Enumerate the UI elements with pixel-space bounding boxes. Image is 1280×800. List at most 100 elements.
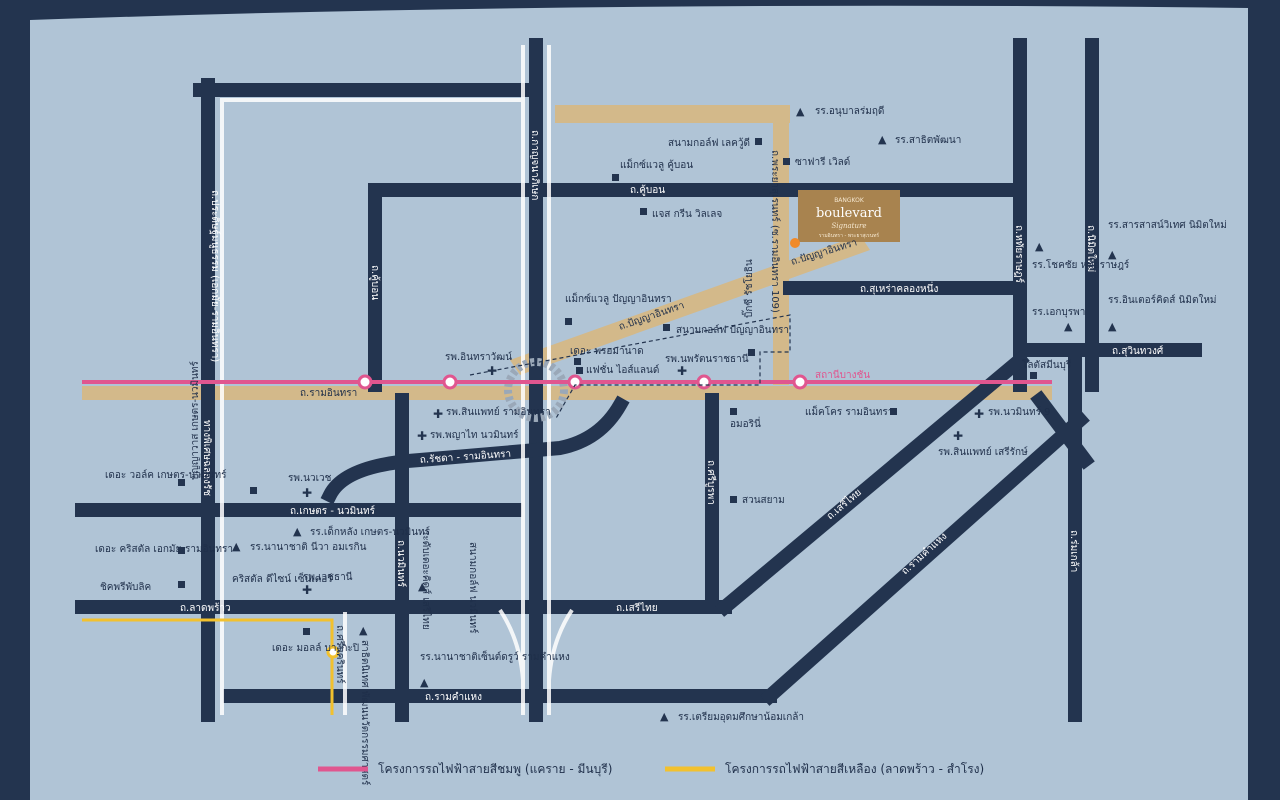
square-icon [178,581,185,588]
hospital-icon: ✚ [974,407,984,421]
square-icon [730,496,737,503]
brand-top: BANGKOK [834,197,865,204]
road-kanchanaphisek: ถ.กาญจนาภิเษก [529,130,540,200]
hospital-icon: ✚ [417,429,427,443]
place-sarasas: รร.สารสาสน์วิเทศ นิมิตใหม่ [1108,219,1227,231]
road-phraya-suren: ถ.พระยาสุเรนทร์ (ซ.รามอินทรา 109) [769,150,781,313]
square-icon [574,358,581,365]
road-sri-burapha: ถ.ศรีบูรพา [705,460,717,505]
place-mall-bangkapi: เดอะ มอลล์ บางกะปิ [272,642,359,654]
school-icon: ▲ [796,105,805,118]
square-icon [178,479,185,486]
road-sukhaphiban: ถ.สุเหร่าคลองหนึ่ง [860,281,938,295]
school-icon: ▲ [878,133,887,146]
road-seri-thai: ถ.เสรีไทย [616,602,658,614]
place-chokchai: รร.โชคชัย หทัยราษฎร์ [1032,258,1130,271]
square-icon [663,324,670,331]
road-srinakarin: ถ.ศรีนครินทร์ [334,625,346,684]
square-icon [612,174,619,181]
place-satit-bangkapi: สาธิตนิเทศ พัฒนนวัตกรรมศาสตร์ [359,640,371,786]
place-sarit: รร.สาธิตพัฒนา [895,135,961,146]
place-navamin-hosp: รพ.นวเวช [288,473,332,484]
place-crystal-design: คริสตัล ดีไซน์ เซ็นเตอร์ [232,571,333,585]
road-ramkhamhaeng: ถ.รามคำแหง [425,692,482,703]
road-lat-phrao: ถ.ลาดพร้าว [180,602,231,614]
yellow-line-track [82,618,334,715]
place-makro-ram: แม็คโคร รามอินทรา [805,404,893,418]
hospital-icon: ✚ [953,429,963,443]
pink-station-1 [357,374,373,390]
brand-script: Signature [831,222,866,230]
pink-stations [357,374,808,390]
school-icon: ▲ [1108,248,1117,261]
pink-station-4 [696,374,712,390]
place-jas-green: แจส กรีน วิลเลจ [652,208,722,220]
pink-station-bang-chan [792,374,808,390]
school-icon: ▲ [1064,320,1073,333]
legend-pink-label: โครงการรถไฟฟ้าสายสีชมพู (แคราย - มีนบุรี… [378,762,612,777]
brand-sub: รามอินทรา - พระยาสุเรนทร์ [819,232,880,239]
dashed-route [469,314,791,421]
road-khubon-v: ถ.คู้บอน [369,265,381,300]
place-anuban: รร.อนุบาลร่มฤดี [815,105,884,117]
square-icon [1030,372,1037,379]
square-icon [178,547,185,554]
place-golf-nawamin: สนามกอล์ฟ นวมินทร์ [467,542,479,634]
interchange-ring [504,358,568,422]
place-safari: ซาฟารี เวิลด์ [795,156,850,168]
place-vejthani: รพ.เวชธานี [303,571,353,583]
place-big-c: บิ๊กซี รัชโยธิน [741,259,755,318]
place-labels: รร.อนุบาลร่มฤดี รร.สาธิตพัฒนา สนามกอล์ฟ … [95,105,1227,786]
square-icon [565,318,572,325]
project-dot [790,238,800,248]
place-ekkamai-school: รร.เอกบุรพา [1032,307,1085,318]
square-icon [640,208,647,215]
place-phyathai: รพ.พญาไท นวมินทร์ [430,429,519,441]
place-makro-panya: แม็กซ์แวลู ปัญญาอินทรา [565,291,672,305]
pink-station-2 [442,374,458,390]
hospital-icon: ✚ [302,583,312,597]
road-rom-klao: ถ.ร่มเกล้า [1068,530,1080,572]
road-suwinthawong: ถ.สุวินทวงศ์ [1112,345,1164,357]
square-icon [748,349,755,356]
square-icon [890,408,897,415]
road-hathairat: ถ.หทัยราษฎร์ [1013,225,1025,284]
project-marker: BANGKOK boulevard Signature รามอินทรา - … [790,190,900,248]
road-network [75,38,1202,722]
place-chic-republic: ชิคพรีพับลิค [100,581,151,593]
square-icon [755,138,762,145]
place-sinphaet-ram: รพ.สินแพทย์ รามอินทรา [446,406,551,418]
hospital-icon: ✚ [302,486,312,500]
place-intl-kids: ระดับเดอะคิดส์ เสรีไทย [420,530,432,630]
place-promenade: เดอะ พรอมานาด [570,346,644,357]
school-icon: ▲ [359,624,368,637]
road-kaset: ถ.เกษตร - นวมินทร์ [290,505,376,517]
legend: โครงการรถไฟฟ้าสายสีชมพู (แคราย - มีนบุรี… [318,762,984,777]
road-nimit: ถ.นิมิตใหม่ [1085,225,1097,272]
square-icon [730,408,737,415]
place-crystal: เดอะ คริสตัล เอกมัย-รามอินทรา [95,544,233,555]
hospital-icon: ✚ [487,364,497,378]
poi-school-icons: ▲ ▲ ▲ ▲ ▲ ▲ ▲ ▲ ▲ ▲ ▲ ▲ [232,105,1117,723]
place-amorini: อมอรินี่ [730,416,761,430]
place-nopparat: รพ.นพรัตนราชธานี [665,353,749,365]
hospital-icon: ✚ [433,407,443,421]
place-golf-panya: สนามกอล์ฟ ปัญญาอินทรา [676,324,789,336]
place-suan-siam: สวนสยาม [742,495,785,506]
poi-hospital-icons: ✚ ✚ ✚ ✚ ✚ ✚ ✚ ✚ [302,364,984,597]
place-triam: รร.เตรียมอุดมศึกษาน้อมเกล้า [678,711,804,723]
place-intrarat: รพ.อินทราวัฒน์ [445,351,512,363]
road-khubon: ถ.คู้บอน [630,184,665,196]
road-ram-intra: ถ.รามอินทรา [300,388,357,399]
road-highway: ทางพิเศษฉลองรัช [201,420,212,496]
square-icon [783,158,790,165]
place-golf-lake: สนามกอล์ฟ เลควู้ดี [668,137,750,149]
place-nawamin9: รพ.นวมินทร์ 9 [988,406,1051,418]
square-icon [250,487,257,494]
school-icon: ▲ [1035,240,1044,253]
school-icon: ▲ [418,580,427,593]
school-icon: ▲ [293,525,302,538]
school-icon: ▲ [420,676,429,689]
school-icon: ▲ [660,710,669,723]
